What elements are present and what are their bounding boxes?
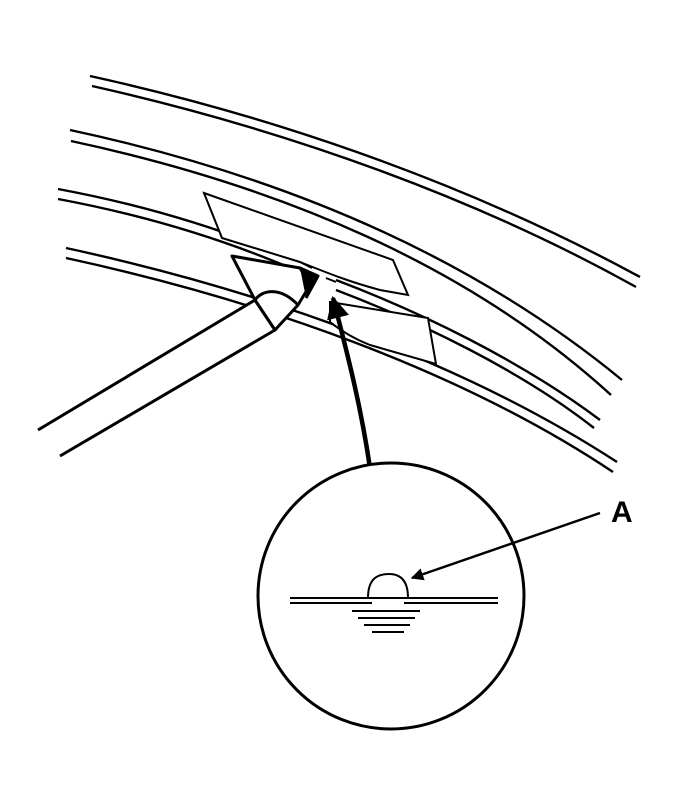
defogger-grid-line-2	[69, 128, 623, 396]
magnified-detail-view	[256, 461, 601, 731]
defogger-grid-line-3	[57, 187, 601, 429]
magnify-leader-arrow	[327, 295, 373, 469]
conductive-paint-applicator	[37, 254, 320, 458]
defogger-grid-line-1	[89, 74, 641, 289]
masking-tape	[202, 191, 438, 366]
grid-line-break	[299, 261, 337, 283]
callout-label-a: A	[611, 496, 633, 529]
